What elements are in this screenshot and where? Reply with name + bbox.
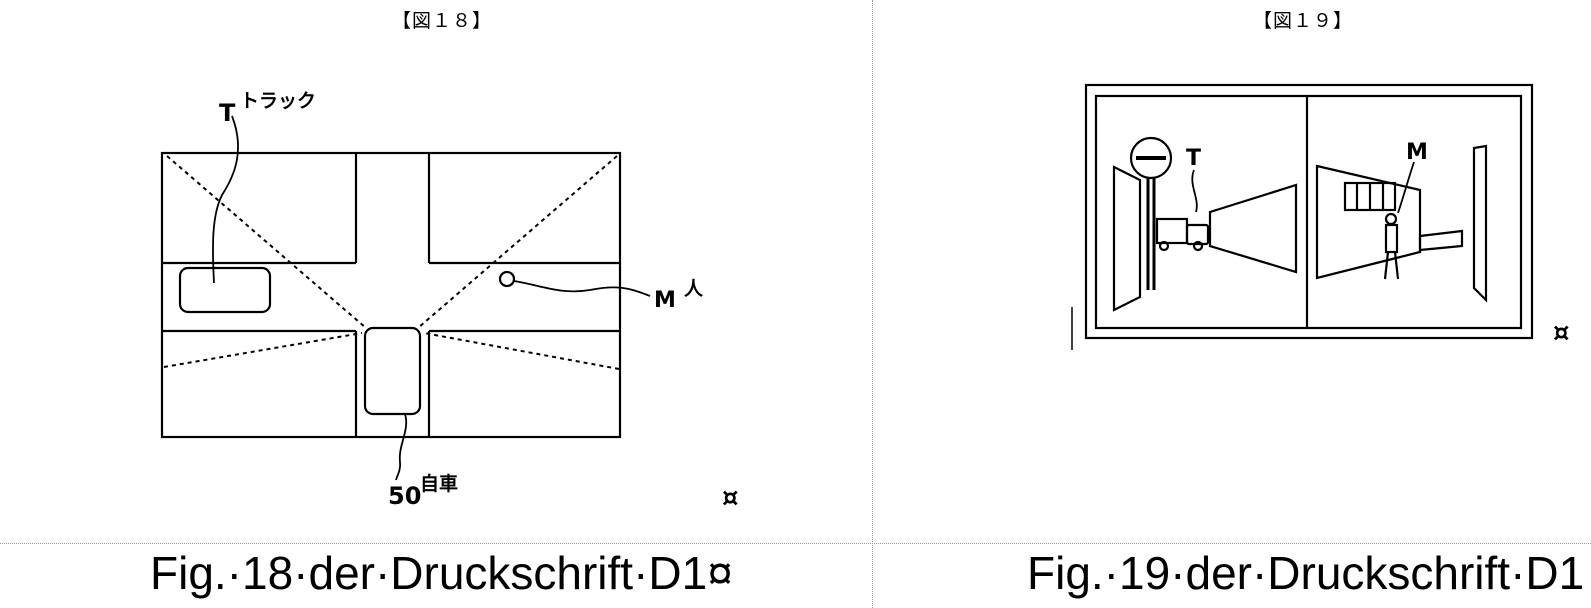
road-perspective-right <box>1418 229 1464 252</box>
road-sign-icon <box>1129 136 1173 180</box>
truck-shape <box>178 266 272 314</box>
person-ref-label: M <box>1406 140 1428 165</box>
truck-wheel <box>1192 240 1204 252</box>
pedestrian-leg <box>1393 251 1400 280</box>
figure-19-title: 【図１９】 <box>1253 10 1354 32</box>
figure-19-caption: Fig.·19·der·Druckschrift·D1 <box>1027 547 1585 599</box>
view-line <box>417 155 618 329</box>
wall-panel-right <box>1472 144 1488 303</box>
truck-name-label: トラック <box>240 90 316 112</box>
caption-row-divider <box>0 543 1591 544</box>
person-ref-label: M <box>654 288 676 313</box>
pedestrian-body <box>1384 223 1399 254</box>
own-vehicle-name-label: 自車 <box>420 472 458 495</box>
truck-leader-line <box>212 115 239 284</box>
view-line <box>423 332 620 370</box>
wall-panel-left <box>1112 165 1142 312</box>
truck-leader-line <box>1191 169 1198 213</box>
display-outer-frame <box>1084 83 1534 340</box>
truck-ref-label: T <box>219 99 236 127</box>
intersection-outline <box>160 151 622 439</box>
view-line <box>166 155 367 329</box>
person-leader-line <box>513 280 651 297</box>
paragraph-mark: ¤ <box>1553 318 1570 348</box>
own-vehicle-shape <box>363 326 422 416</box>
truck-cab <box>1185 223 1210 246</box>
road-perspective <box>1208 183 1298 274</box>
own-vehicle-ref-label: 50 <box>388 482 421 510</box>
figure-18-title: 【図１８】 <box>392 10 493 32</box>
truck-wheel <box>1158 240 1170 252</box>
truck-ref-label: T <box>1186 146 1201 171</box>
pedestrian-leader-line <box>1397 161 1415 214</box>
figure-18-diagram: T トラック M 人 50 自車 <box>160 90 704 510</box>
view-line <box>163 332 363 368</box>
column-divider <box>872 0 873 608</box>
pedestrian-head <box>1384 212 1398 226</box>
display-inner-frame <box>1094 94 1523 330</box>
pedestrian-leg <box>1383 251 1390 280</box>
person-name-label: 人 <box>684 278 704 300</box>
person-marker <box>498 270 516 288</box>
figure-18-caption: Fig.·18·der·Druckschrift·D1¤ <box>150 547 733 599</box>
truck-body <box>1155 217 1189 245</box>
figure-19-diagram: T M <box>1071 83 1534 350</box>
own-vehicle-leader-line <box>395 413 408 481</box>
paragraph-mark: ¤ <box>722 483 739 513</box>
